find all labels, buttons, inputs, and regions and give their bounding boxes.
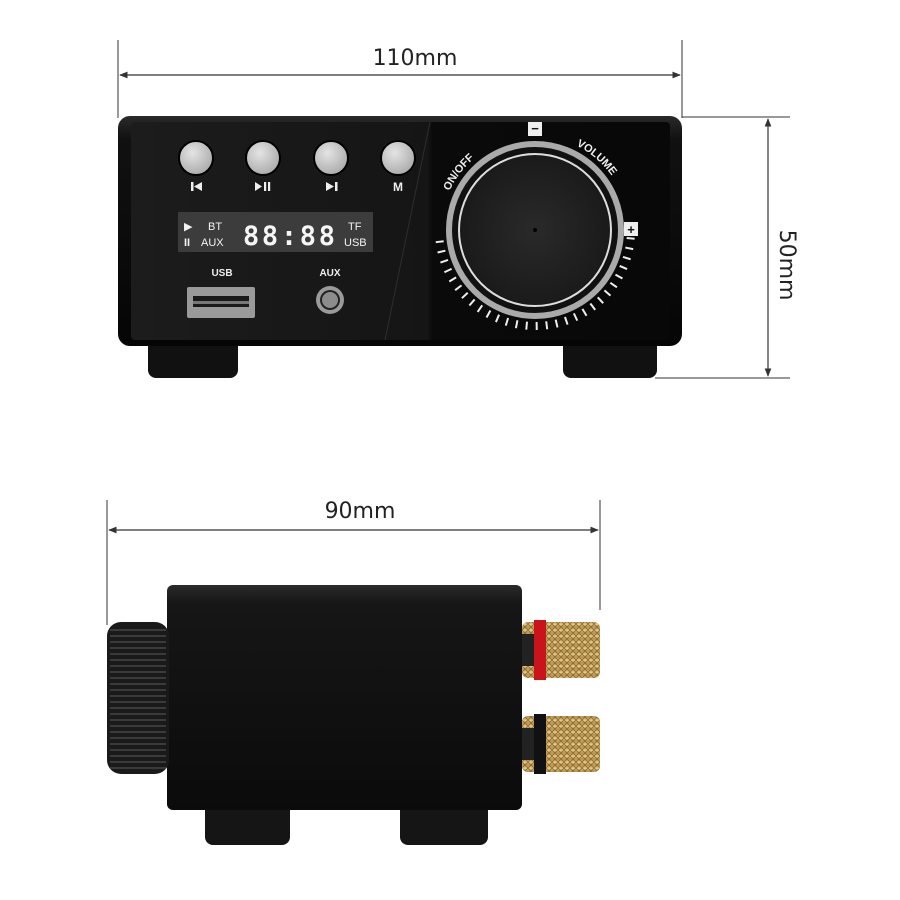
minus-sign: − — [531, 121, 539, 136]
depth-dimension: 90mm — [106, 499, 601, 625]
speaker-terminal-red[interactable] — [522, 620, 600, 680]
pause-indicator: II — [184, 237, 190, 249]
minus-icon — [528, 122, 542, 136]
knob-side-icon — [107, 622, 169, 774]
volume-tick — [504, 317, 510, 326]
aux-jack-label: AUX — [319, 268, 340, 279]
plus-icon — [624, 222, 638, 236]
usb-port-label: USB — [211, 268, 232, 279]
volume-tick — [435, 240, 444, 244]
foot-front — [205, 800, 290, 845]
usb-port[interactable] — [187, 287, 255, 318]
previous-button[interactable] — [178, 140, 214, 176]
volume-tick — [625, 246, 634, 251]
usb-indicator: USB — [344, 237, 367, 249]
volume-tick — [525, 321, 528, 330]
volume-tick — [581, 308, 588, 317]
tf-indicator: TF — [348, 221, 362, 233]
display-digits: 88:88 — [243, 221, 335, 252]
height-label: 50mm — [774, 230, 799, 301]
volume-tick — [564, 316, 569, 325]
volume-tick — [468, 298, 476, 307]
volume-tick — [572, 312, 579, 322]
plus-sign: + — [627, 222, 635, 237]
volume-tick — [554, 319, 559, 328]
width-dimension: 110mm — [117, 40, 683, 118]
volume-tick — [609, 281, 618, 289]
volume-tick — [485, 309, 492, 318]
volume-tick — [589, 302, 596, 311]
next-button[interactable] — [313, 140, 349, 176]
control-buttons: M — [178, 140, 416, 194]
volume-tick — [603, 289, 612, 297]
volume-tick — [437, 249, 446, 254]
volume-tick — [448, 276, 457, 283]
height-dimension: 50mm — [655, 116, 799, 379]
volume-tick — [495, 314, 500, 323]
volume-tick — [461, 292, 469, 299]
volume-knob-assembly: − + ON/OFF VOLUME — [435, 121, 638, 331]
mode-icon: M — [393, 180, 403, 194]
amplifier-side-view — [107, 585, 600, 845]
volume-tick — [622, 255, 631, 261]
width-label: 110mm — [373, 46, 458, 71]
amplifier-front-view: M ▶ II BT AUX 88:88 TF USB USB AUX — [118, 116, 682, 378]
volume-tick — [614, 273, 623, 280]
volume-tick — [597, 296, 604, 304]
volume-tick — [619, 265, 628, 270]
foot-back — [400, 800, 488, 845]
volume-tick — [440, 259, 449, 264]
play-pause-button[interactable] — [245, 140, 281, 176]
volume-tick — [626, 237, 635, 240]
led-display: ▶ II BT AUX 88:88 TF USB — [178, 212, 373, 252]
mode-button[interactable] — [380, 140, 416, 176]
volume-tick — [454, 284, 463, 291]
volume-tick — [476, 304, 484, 313]
previous-track-icon — [191, 182, 202, 191]
volume-tick — [514, 320, 519, 329]
play-pause-icon — [255, 182, 271, 191]
depth-label: 90mm — [325, 499, 396, 524]
bt-indicator: BT — [208, 221, 222, 233]
speaker-terminal-black[interactable] — [522, 714, 600, 774]
volume-tick — [545, 321, 549, 330]
aux-jack[interactable] — [316, 286, 344, 314]
volume-tick — [443, 267, 453, 274]
next-track-icon — [326, 182, 338, 191]
play-indicator: ▶ — [184, 221, 193, 233]
side-body — [167, 585, 522, 810]
aux-indicator: AUX — [201, 237, 224, 249]
